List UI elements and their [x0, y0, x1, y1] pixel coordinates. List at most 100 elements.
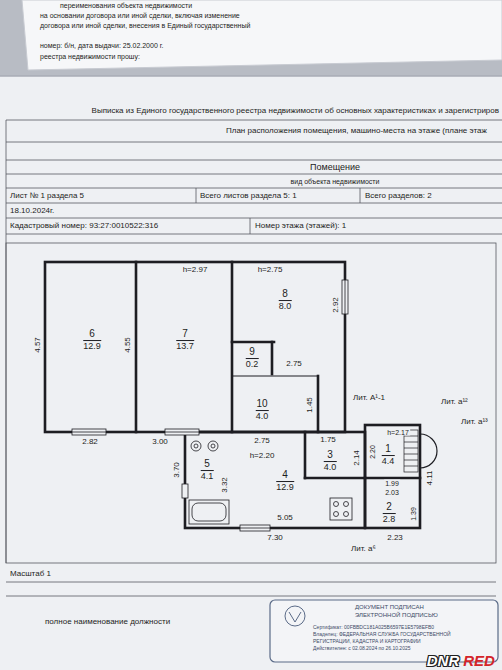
- room-number: 3: [327, 450, 333, 461]
- dimension-label: 2.14: [353, 449, 361, 467]
- room-area: 2.8: [383, 513, 396, 524]
- room-area: 4.0: [324, 461, 337, 472]
- sheet-text: реестра недвижимости прошу:: [40, 53, 140, 60]
- building-letter: Лит. А¹-1: [352, 394, 386, 402]
- room-number: 6: [89, 329, 95, 340]
- ceiling-height: h=2.17: [386, 429, 410, 436]
- room-area: 12.9: [83, 340, 101, 351]
- room: 90.2: [232, 342, 272, 374]
- windows: [72, 280, 348, 531]
- dimension-label: 2.23: [386, 534, 404, 542]
- walls: [45, 262, 420, 528]
- sheet-text: переименования объекта недвижимости: [60, 2, 192, 9]
- header-text: вид объекта недвижимости: [291, 178, 380, 185]
- fixtures: [189, 441, 352, 524]
- room-number: 8: [282, 289, 288, 300]
- table-cell: Всего разделов: 2: [365, 192, 432, 200]
- room-area: 0.2: [246, 358, 259, 369]
- room-label: 34.0: [324, 450, 337, 472]
- room-number: 1: [385, 444, 391, 455]
- dimension-label: 2.92: [332, 296, 340, 314]
- ceiling-height: h=2.97: [182, 266, 209, 274]
- sheet-text: договора или иной сделки, внесения в Еди…: [40, 22, 250, 29]
- table-cell: 18.10.2024г.: [10, 207, 54, 215]
- room-label: 412.9: [276, 470, 294, 492]
- table-cell: Номер этажа (этажей): 1: [255, 222, 346, 230]
- room-number: 4: [282, 470, 288, 481]
- building-letter: Лит. а⁶: [350, 545, 377, 553]
- building-letter: Лит. а¹²: [440, 398, 469, 406]
- dimension-label: 2.20: [369, 444, 376, 460]
- dimension-label: 4.55: [124, 336, 132, 354]
- position-field: полное наименование должности: [45, 618, 170, 626]
- building-letter: Лит. а¹³: [460, 418, 489, 426]
- room-label: 54.1: [201, 459, 214, 481]
- room-label: 612.9: [83, 329, 101, 351]
- stamp-text: Сертификат: 00FBBDC181A025B6597E1E5798EF…: [313, 625, 434, 630]
- stamp-text: ЭЛЕКТРОННОЙ ПОДПИСЬЮ: [355, 612, 438, 618]
- dimension-label: 1.45: [306, 396, 314, 414]
- ceiling-height: h=2.20: [249, 452, 276, 460]
- ceiling-height: h=2.75: [257, 266, 284, 274]
- watermark: RED: [463, 653, 495, 668]
- room-number: 5: [204, 459, 210, 470]
- porch: [420, 434, 437, 468]
- room: 54.1: [185, 432, 232, 528]
- stamp-text: Действителен: с 02.08.2024 по 26.10.2025: [313, 646, 411, 651]
- room-area: 13.7: [176, 340, 194, 351]
- dimension-label: 4.57: [34, 336, 42, 354]
- room: 22.8: [365, 478, 420, 528]
- dimension-label: 3.00: [151, 438, 169, 446]
- room-label: 14.4: [382, 444, 395, 466]
- room: 713.7: [136, 262, 232, 432]
- header-text: План расположения помещения, машино-мест…: [226, 127, 487, 135]
- dimension-label: 2.82: [81, 438, 99, 446]
- dimension-label: 1.99: [384, 480, 400, 487]
- dimension-label: 5.05: [276, 514, 294, 522]
- room: 88.0: [232, 262, 345, 342]
- stairs: [404, 430, 418, 472]
- dimension-label: 4.11: [426, 470, 434, 487]
- header-table: [6, 120, 502, 596]
- dimension-label: 2.75: [285, 360, 303, 368]
- room: 34.0: [305, 432, 365, 478]
- room-area: 8.0: [279, 300, 292, 311]
- room-number: 10: [256, 399, 267, 410]
- dimension-label: 1.39: [410, 506, 417, 522]
- room-area: 4.4: [382, 455, 395, 466]
- main-sheet: [0, 76, 502, 670]
- dimension-label: 3.32: [221, 476, 229, 494]
- room-label: 22.8: [383, 502, 396, 524]
- room-number: 9: [249, 347, 255, 358]
- scale-note: Масштаб 1: [10, 570, 51, 578]
- dimension-label: 2.03: [384, 489, 400, 496]
- room-area: 4.0: [256, 410, 269, 421]
- room: 412.9: [232, 432, 365, 528]
- room: 612.9: [45, 262, 136, 432]
- document-title: Выписка из Единого государственного реес…: [92, 107, 499, 115]
- room-number: 7: [182, 329, 188, 340]
- table-cell: Всего листов раздела 5: 1: [200, 192, 297, 200]
- stamp-text: ДОКУМЕНТ ПОДПИСАН: [355, 604, 424, 610]
- room-label: 88.0: [279, 289, 292, 311]
- table-cell: Кадастровый номер: 93:27:0010522:316: [10, 222, 158, 230]
- room-area: 4.1: [201, 470, 214, 481]
- stamp-text: Владелец: ФЕДЕРАЛЬНАЯ СЛУЖБА ГОСУДАРСТВЕ…: [313, 632, 451, 637]
- room-number: 2: [386, 502, 392, 513]
- room-area: 12.9: [276, 481, 294, 492]
- partition: [232, 376, 318, 377]
- sheet-text: номер: б/н, дата выдачи: 25.02.2000 г.: [40, 42, 163, 49]
- watermark: DNR: [427, 653, 460, 668]
- room: 104.0: [232, 376, 318, 432]
- room-label: 90.2: [246, 347, 259, 369]
- stamp-text: РЕГИСТРАЦИИ, КАДАСТРА И КАРТОГРАФИИ: [313, 639, 421, 644]
- room-label: 713.7: [176, 329, 194, 351]
- sheet-edge: [0, 75, 502, 77]
- room-label: 104.0: [256, 399, 269, 421]
- sheet-text: на основании договора или иной сделки, в…: [40, 12, 240, 19]
- dimension-label: 2.75: [253, 437, 271, 445]
- room: 14.4: [365, 425, 420, 478]
- dimension-label: 7.30: [266, 534, 284, 542]
- dimension-label: 3.70: [173, 461, 181, 479]
- table-cell: Лист № 1 раздела 5: [10, 192, 84, 200]
